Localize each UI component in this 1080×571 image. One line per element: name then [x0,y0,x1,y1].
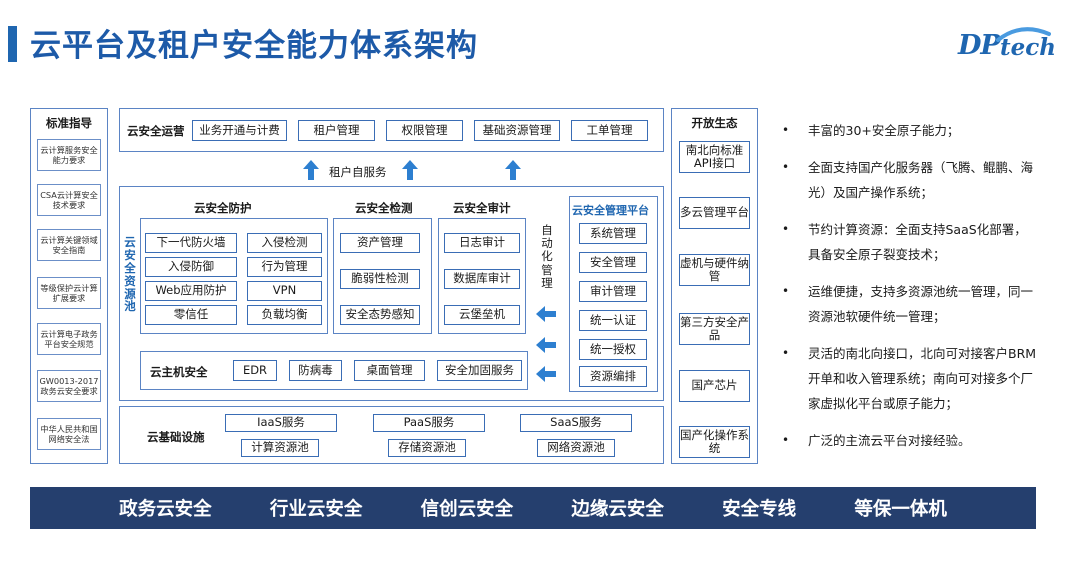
standard-item: 中华人民共和国网络安全法 [37,418,101,450]
arrow-up-icon [402,160,418,180]
audit-item: 数据库审计 [444,269,520,289]
ecosystem-item: 国产芯片 [679,370,750,402]
protection-item: Web应用防护 [145,281,237,301]
protection-item: 入侵检测 [247,233,322,253]
protection-label: 云安全防护 [194,201,252,215]
standard-item: 云计算电子政务平台安全规范 [37,323,101,355]
logo-dp-text: DP [958,30,1001,61]
protection-item: 负载均衡 [247,305,322,325]
ops-item-billing: 业务开通与计费 [192,120,287,141]
scenario-bar: 政务云安全 行业云安全 信创云安全 边缘云安全 安全专线 等保一体机 [30,487,1036,529]
infrastructure-label: 云基础设施 [147,430,205,444]
title-accent-bar [8,26,17,62]
logo-swoosh-icon [996,27,1051,42]
feature-bullet-list: 丰富的30+安全原子能力； 全面支持国产化服务器（飞腾、鲲鹏、海光）及国产操作系… [782,118,1037,465]
standard-item: 云计算关键领域安全指南 [37,229,101,261]
infra-pool: 网络资源池 [537,439,615,457]
host-item: 安全加固服务 [437,360,522,381]
arrow-left-icon [536,306,556,322]
protection-item: 入侵防御 [145,257,237,277]
audit-item: 日志审计 [444,233,520,253]
ecosystem-item: 多云管理平台 [679,197,750,229]
infra-pool: 计算资源池 [241,439,319,457]
resource-pool-label: 云安全资源池 [124,235,136,314]
host-item: EDR [233,360,277,381]
mgmt-item: 资源编排 [579,366,647,387]
scenario-item: 安全专线 [722,499,797,520]
arrow-left-icon [536,366,556,382]
ecosystem-header: 开放生态 [691,116,738,130]
scenario-item: 行业云安全 [269,499,363,520]
ops-item-tenant: 租户管理 [298,120,375,141]
feature-bullet: 丰富的30+安全原子能力； [782,118,1037,143]
detection-item: 资产管理 [340,233,420,253]
scenario-item: 等保一体机 [854,499,947,520]
audit-item: 云堡垒机 [444,305,520,325]
infra-service: SaaS服务 [520,414,632,432]
dptech-logo: DP tech [958,26,1058,70]
ecosystem-item: 国产化操作系统 [679,426,750,458]
standard-item: CSA云计算安全技术要求 [37,184,101,216]
infra-service: PaaS服务 [373,414,485,432]
feature-bullet: 全面支持国产化服务器（飞腾、鲲鹏、海光）及国产操作系统； [782,155,1037,205]
security-ops-label: 云安全运营 [127,124,185,138]
ops-item-resource: 基础资源管理 [474,120,560,141]
logo-tech-text: tech [1000,34,1056,61]
ecosystem-item: 虚机与硬件纳管 [679,254,750,286]
ops-item-permission: 权限管理 [386,120,463,141]
ops-item-ticket: 工单管理 [571,120,648,141]
mgmt-platform-label: 云安全管理平台 [572,204,649,217]
page-title: 云平台及租户安全能力体系架构 [30,28,478,64]
protection-item: 零信任 [145,305,237,325]
standards-header: 标准指导 [46,116,92,130]
mgmt-item: 统一授权 [579,339,647,360]
mgmt-item: 统一认证 [579,310,647,331]
feature-bullet: 运维便捷，支持多资源池统一管理，同一资源池软硬件统一管理； [782,279,1037,329]
tenant-self-service-label: 租户自服务 [329,165,387,179]
feature-bullet: 广泛的主流云平台对接经验。 [782,428,1037,453]
arrow-up-icon [303,160,319,180]
host-item: 防病毒 [289,360,342,381]
scenario-item: 政务云安全 [119,499,212,520]
detection-label: 云安全检测 [355,201,413,215]
protection-item: VPN [247,281,322,301]
scenario-item: 信创云安全 [420,499,514,520]
protection-item: 行为管理 [247,257,322,277]
mgmt-item: 系统管理 [579,223,647,244]
arrow-up-icon [505,160,521,180]
mgmt-item: 审计管理 [579,281,647,302]
arrow-left-icon [536,337,556,353]
standard-item: 云计算服务安全能力要求 [37,139,101,171]
host-item: 桌面管理 [354,360,425,381]
ecosystem-item: 南北向标准API接口 [679,141,750,173]
feature-bullet: 节约计算资源：全面支持SaaS化部署，具备安全原子裂变技术； [782,217,1037,267]
feature-bullet: 灵活的南北向接口，北向可对接客户BRM开单和收入管理系统；南向可对接多个厂家虚拟… [782,341,1037,416]
standard-item: GW0013-2017政务云安全要求 [37,370,101,402]
infra-service: IaaS服务 [225,414,337,432]
scenario-item: 边缘云安全 [571,499,664,520]
host-security-label: 云主机安全 [150,365,208,379]
automation-label: 自动化管理 [541,223,553,290]
mgmt-item: 安全管理 [579,252,647,273]
standard-item: 等级保护云计算扩展要求 [37,277,101,309]
audit-label: 云安全审计 [453,201,511,215]
detection-item: 安全态势感知 [340,305,420,325]
detection-item: 脆弱性检测 [340,269,420,289]
infra-pool: 存储资源池 [388,439,466,457]
ecosystem-item: 第三方安全产品 [679,313,750,345]
protection-item: 下一代防火墙 [145,233,237,253]
